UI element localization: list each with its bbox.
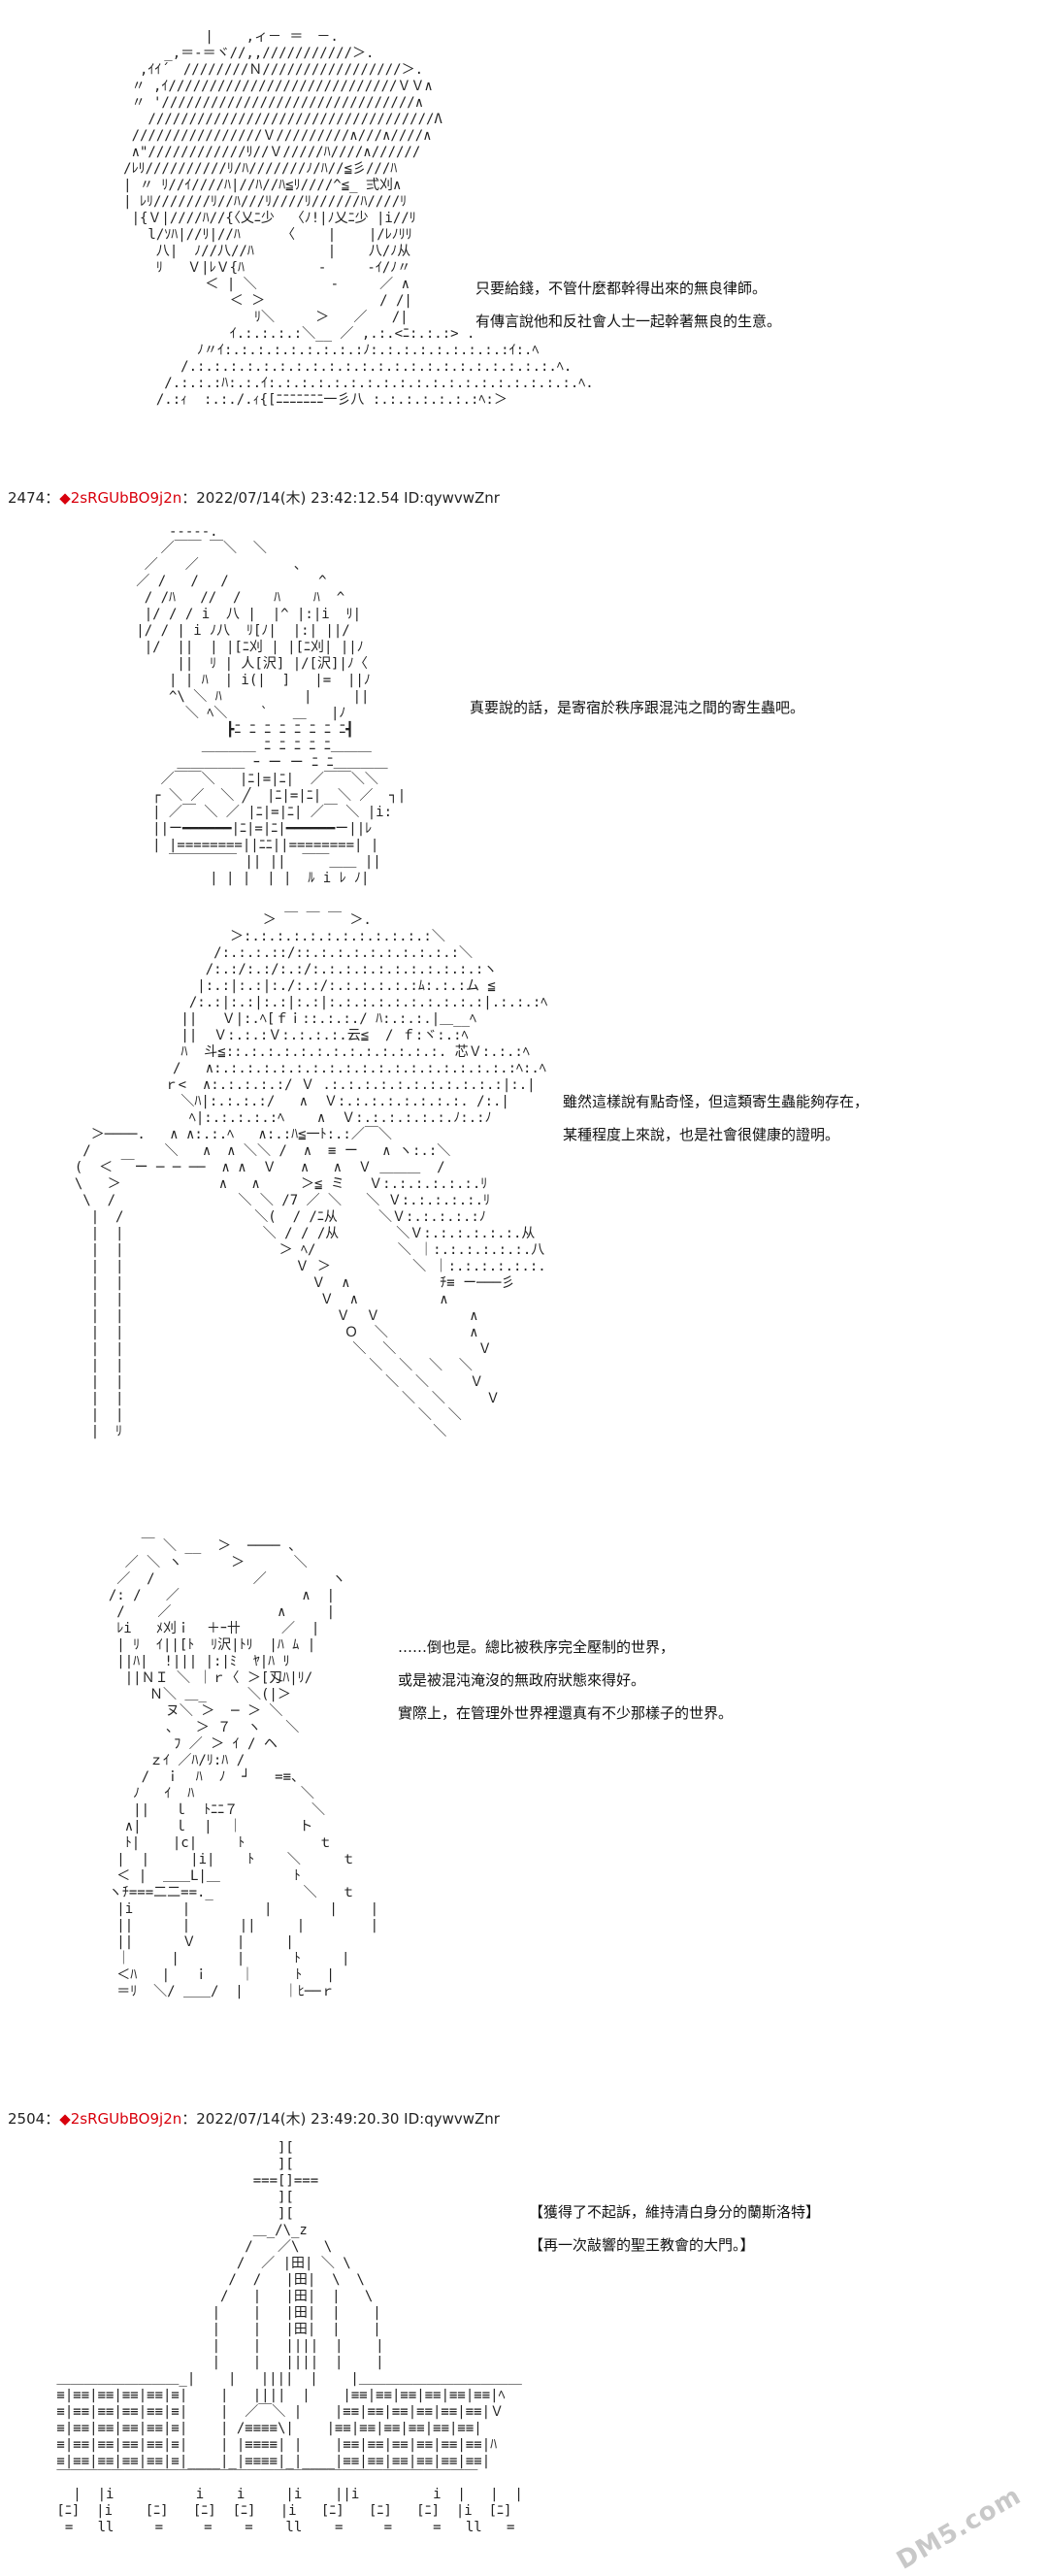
dialog-line: 或是被混沌淹沒的無政府狀態來得好。 <box>398 1671 646 1689</box>
dialog-line: 某種程度上來說，也是社會很健康的證明。 <box>563 1126 840 1143</box>
ascii-art-church: ][ ][ ===[]=== ][ ][ ＿_/\_z / ／\ \ <box>56 2140 523 2535</box>
dialog-4: ……倒也是。總比被秩序完全壓制的世界， 或是被混沌淹沒的無政府狀態來得好。 實際… <box>398 1631 733 1730</box>
dialog-line: 真要說的話，是寄宿於秩序跟混沌之間的寄生蟲吧。 <box>470 699 805 716</box>
post-meta: ：2022/07/14(木) 23:42:12.54 ID:qywvwZnr <box>181 489 500 507</box>
post-header-2504: 2504：◆2sRGUbBO9j2n：2022/07/14(木) 23:49:2… <box>8 2108 500 2129</box>
dialog-3: 雖然這樣說有點奇怪，但這類寄生蟲能夠存在， 某種程度上來說，也是社會很健康的證明… <box>563 1085 868 1151</box>
dialog-line: 實際上，在管理外世界裡還真有不少那樣子的世界。 <box>398 1704 734 1722</box>
dialog-line: 有傳言說他和反社會人士一起幹著無良的生意。 <box>475 313 782 330</box>
dialog-1: 只要給錢，不管什麼都幹得出來的無良律師。 有傳言說他和反社會人士一起幹著無良的生… <box>475 272 781 338</box>
ascii-art-boy-standing: ￣ ＼ __ ＞ ──── 、 ／ ＼ ヽ ＞ ＼ ／ / ／ ヽ /: / ／… <box>108 1538 379 1999</box>
post-trip[interactable]: ◆2sRGUbBO9j2n <box>59 2110 182 2128</box>
dialog-2: 真要說的話，是寄宿於秩序跟混沌之間的寄生蟲吧。 <box>470 691 804 724</box>
dialog-5: 【獲得了不起訴，維持清白身分的蘭斯洛特】 【再一次敲響的聖王教會的大門。】 <box>529 2196 820 2262</box>
post-number: 2504 <box>8 2110 46 2128</box>
post-header-2474: 2474：◆2sRGUbBO9j2n：2022/07/14(木) 23:42:1… <box>8 487 500 508</box>
post-meta: ：2022/07/14(木) 23:49:20.30 ID:qywvwZnr <box>181 2110 500 2128</box>
ascii-art-girl-with-staff: ＞ ￣ ￣ ￣ ＞. ＞:.:.:.:.:.:.:.:.:.:.:.:＼ /:.… <box>74 912 548 1439</box>
dialog-line: 【再一次敲響的聖王教會的大門。】 <box>529 2236 755 2254</box>
dialog-line: 雖然這樣說有點奇怪，但這類寄生蟲能夠存在， <box>563 1093 869 1110</box>
dialog-line: 只要給錢，不管什麼都幹得出來的無良律師。 <box>475 280 768 297</box>
post-trip[interactable]: ◆2sRGUbBO9j2n <box>59 489 182 507</box>
ascii-art-boy: -----. ／￣￣ ￣＼ ＼ ／ ／ 、 ／ / / / ^ / /ﾊ // … <box>136 524 407 886</box>
post-number: 2474 <box>8 489 46 507</box>
post-separator: ： <box>45 2110 60 2128</box>
dialog-line: ……倒也是。總比被秩序完全壓制的世界， <box>398 1638 675 1656</box>
ascii-art-lawyer: | ,ィ－ ＝ －. _,＝-＝ヾ//,,///////////＞. ,ｲｲ´ … <box>123 29 594 408</box>
post-separator: ： <box>45 489 60 507</box>
site-watermark: DM5.com <box>892 2481 1027 2576</box>
dialog-line: 【獲得了不起訴，維持清白身分的蘭斯洛特】 <box>529 2203 821 2221</box>
